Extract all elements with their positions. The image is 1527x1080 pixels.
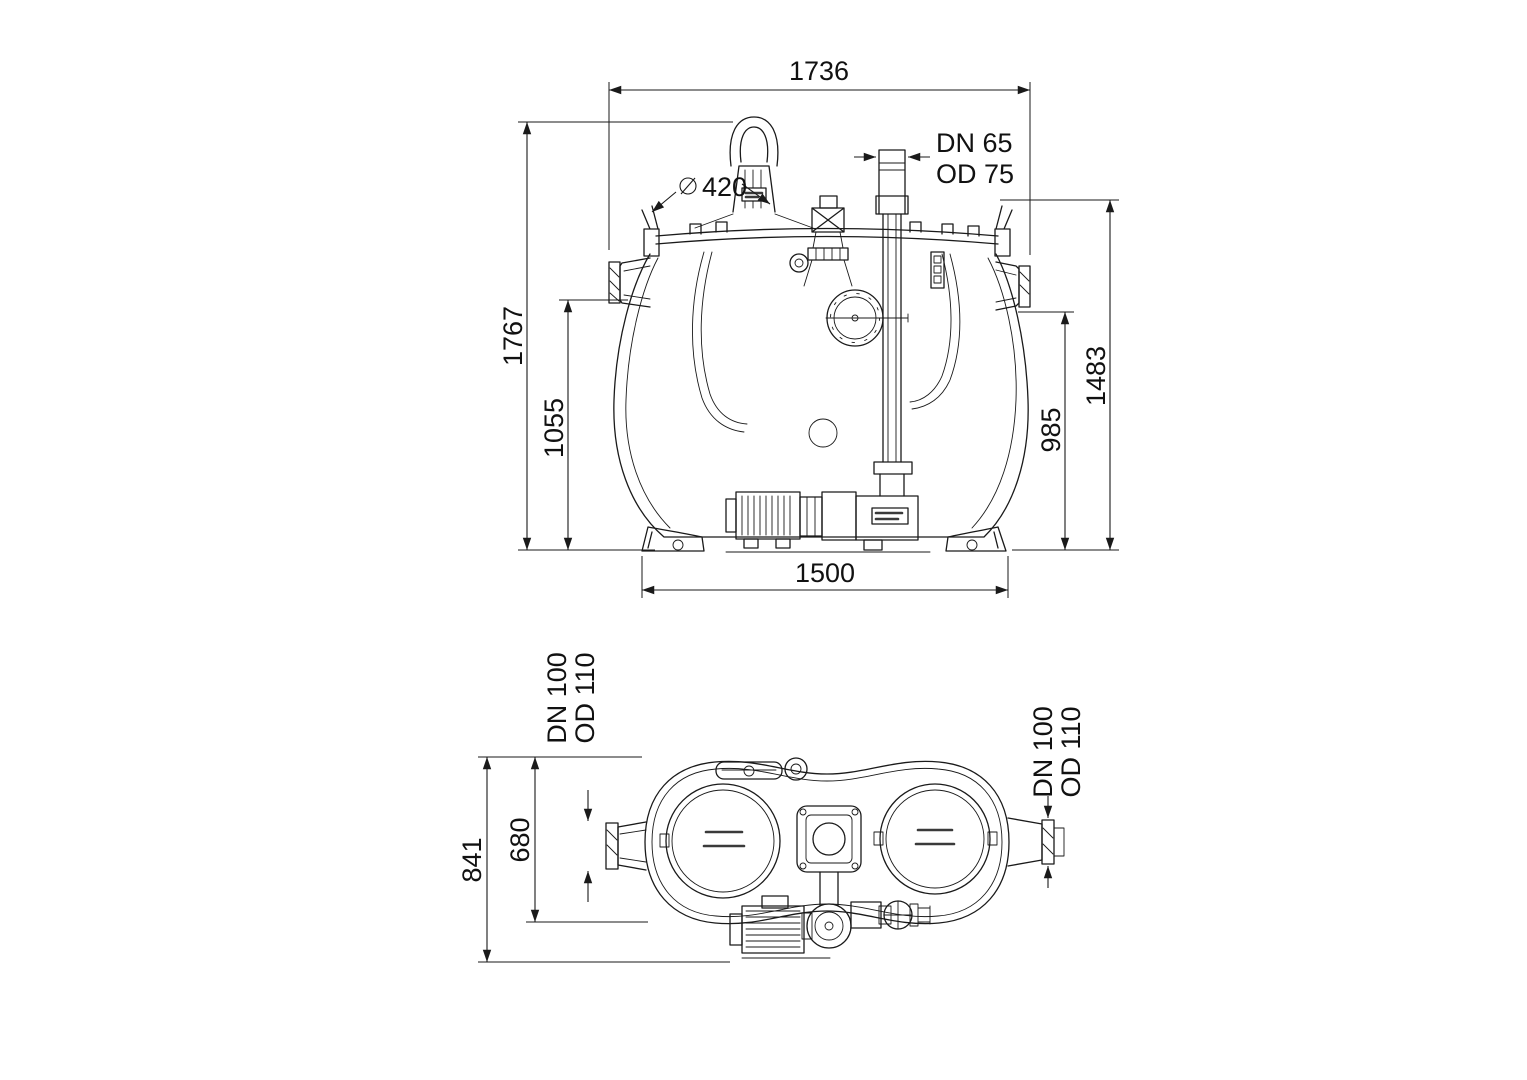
pump-discharge-block	[855, 495, 919, 541]
motor-fan-cap-plan	[729, 913, 743, 946]
baffle-left	[691, 251, 748, 433]
lid-handle	[729, 116, 779, 167]
motor-fan-cap	[725, 498, 737, 533]
dim-overall-depth: 841	[457, 756, 730, 963]
dim-body-depth: 680	[505, 757, 648, 923]
pump-casing	[821, 491, 857, 541]
center-flange-plan	[796, 805, 862, 873]
lid-slope-lines	[694, 213, 814, 229]
dim-label-inlet-dn: DN 100	[542, 652, 572, 744]
vent-assembly	[803, 195, 853, 287]
dim-label-outlet-dn: DN 100	[1028, 706, 1058, 798]
motor-fins-plan	[745, 910, 801, 948]
dim-label-outlet-od: OD 110	[1056, 706, 1086, 797]
lid-clamp-right	[987, 831, 998, 846]
dim-label-lid-diameter: 420	[702, 172, 747, 202]
tank-body-outline	[613, 253, 1029, 538]
pump-name-plate	[871, 507, 909, 525]
outlet-stub-plan	[917, 905, 931, 925]
drain-port	[808, 418, 838, 448]
lid-right-plan	[873, 783, 998, 895]
pump-coupling	[799, 496, 823, 537]
lid-marking-right	[914, 828, 956, 846]
dim-label-overall-depth: 841	[457, 837, 487, 882]
outlet-funnel-right	[995, 261, 1031, 311]
tank-plan	[605, 757, 1065, 959]
pump-unit-front	[725, 491, 919, 551]
lid-hinge-left	[659, 833, 670, 848]
plan-view: DN 100 OD 110 DN 100 OD 110 841 680	[457, 652, 1086, 963]
float-switch-gland-inner	[794, 258, 804, 268]
pump-unit-plan	[729, 871, 931, 959]
tank-rim	[655, 227, 999, 245]
pump-foot	[863, 539, 883, 551]
lid-neck	[732, 165, 776, 213]
motor-fins	[741, 495, 791, 536]
dim-label-body-depth: 680	[505, 817, 535, 862]
front-view: 1736 1767 1055 420 DN 65 OD 75	[498, 56, 1119, 598]
dim-overall-height: 1767	[498, 121, 733, 551]
dim-label-inlet-od: OD 110	[570, 652, 600, 743]
dim-pressure-line: DN 65 OD 75	[854, 128, 1014, 189]
dim-label-overall-height: 1767	[498, 306, 528, 366]
dim-base-width: 1500	[641, 556, 1009, 598]
lid-left-plan	[659, 783, 781, 899]
dim-inlet-plan: DN 100 OD 110	[542, 652, 600, 902]
tank-plan-outline	[644, 760, 1010, 925]
handle-plan	[715, 757, 808, 781]
base-feet	[641, 526, 1007, 553]
dim-overall-width: 1736	[608, 56, 1031, 255]
outlet-funnel-plan-right	[1007, 817, 1065, 867]
pump-name-plate-marks	[874, 511, 904, 521]
rim-flange-left	[641, 205, 660, 257]
motor-body-plan	[741, 905, 805, 954]
tank-inner-wall-right	[971, 257, 1017, 529]
motor-foot-left	[743, 538, 759, 549]
level-gauge	[930, 251, 945, 289]
pressure-pipe	[873, 149, 913, 497]
terminal-box-plan	[761, 895, 789, 909]
coupling-plan	[801, 912, 813, 940]
rim-clamps	[689, 221, 980, 237]
dim-outlet-plan: DN 100 OD 110	[1028, 706, 1086, 888]
dim-label-pressure-od: OD 75	[936, 159, 1014, 189]
dim-lid-diameter: 420	[651, 172, 771, 213]
dim-label-base-width: 1500	[795, 558, 855, 588]
dim-label-overall-width: 1736	[789, 56, 849, 86]
manhole-flange	[825, 289, 909, 347]
valve-flange-plan	[909, 903, 919, 927]
tank-inner-wall-left	[625, 257, 671, 529]
tank-front	[608, 116, 1031, 553]
valve-body-plan	[850, 901, 882, 929]
inlet-funnel-left	[608, 257, 651, 308]
rim-flange-right	[994, 205, 1013, 257]
float-switch-gland	[789, 253, 809, 273]
dim-tank-height: 1483	[1000, 199, 1119, 551]
diameter-symbol-icon	[679, 177, 697, 195]
lid-hinge-right	[873, 831, 884, 846]
inlet-funnel-plan-left	[605, 821, 647, 871]
dim-inlet-invert-height: 1055	[539, 299, 628, 550]
dim-label-tank-height: 1483	[1081, 346, 1111, 406]
dim-label-pressure-dn: DN 65	[936, 128, 1013, 158]
motor-foot-right	[775, 538, 791, 549]
baffle-right	[909, 253, 961, 410]
dim-outlet-invert-height: 985	[1018, 311, 1074, 550]
lid-marking-left	[702, 830, 746, 848]
dim-label-outlet-invert: 985	[1036, 407, 1066, 452]
dim-label-inlet-invert: 1055	[539, 398, 569, 458]
